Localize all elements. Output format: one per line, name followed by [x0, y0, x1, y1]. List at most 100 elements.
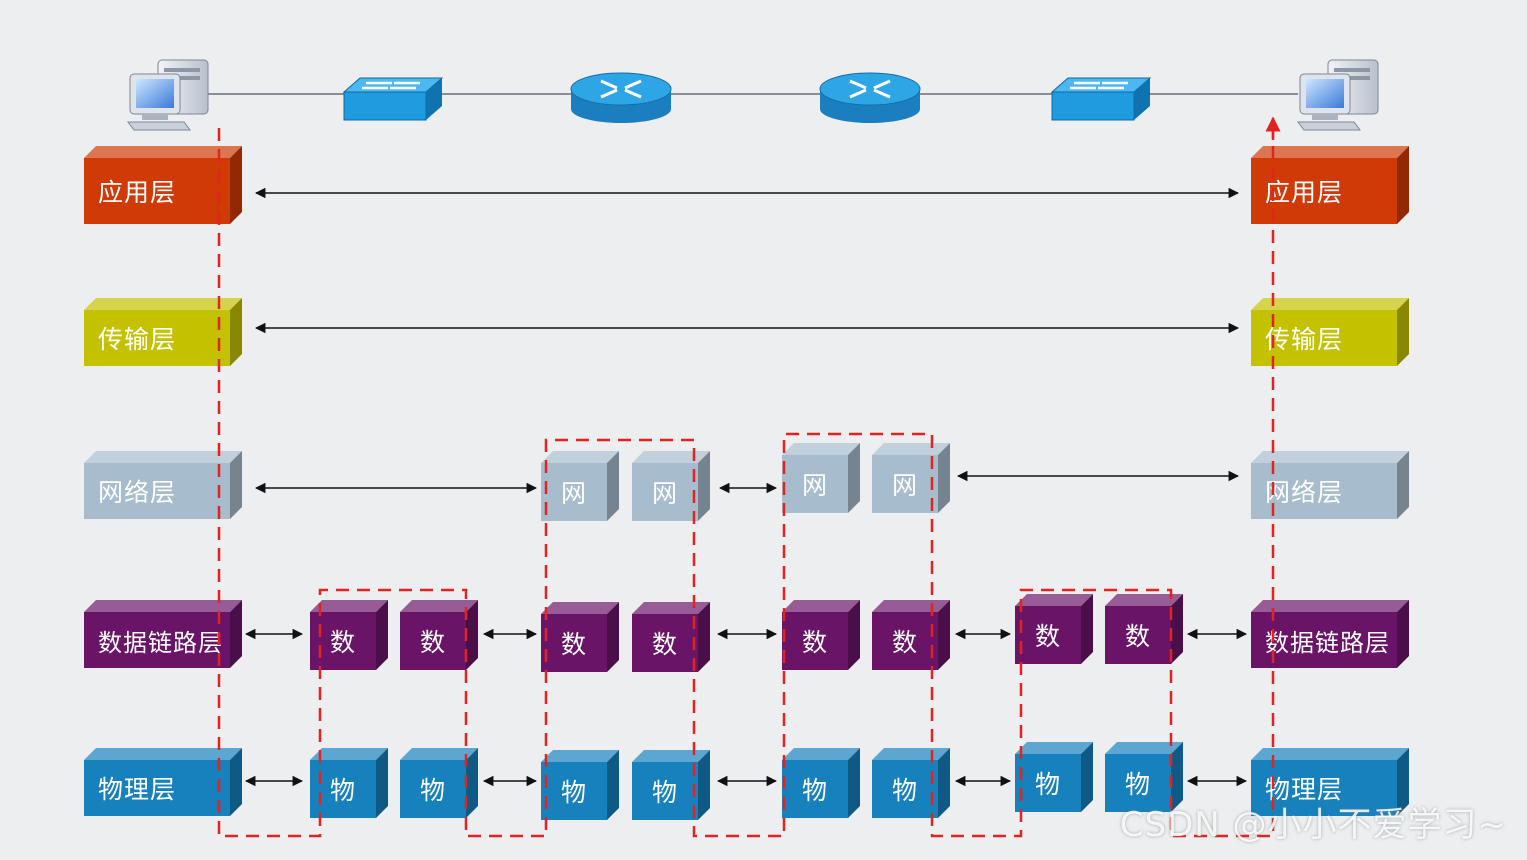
block-side-face — [1171, 594, 1183, 664]
device-2-2-physical-block: 物 — [632, 750, 710, 820]
device-1-1-datalink-block: 数 — [310, 600, 388, 670]
block-label: 网络层 — [84, 463, 230, 519]
router-icon — [570, 72, 672, 123]
device-3-1-physical-block: 物 — [782, 748, 860, 818]
device-3-1-network-block: 网 — [782, 443, 860, 513]
block-side-face — [376, 748, 388, 818]
block-side-face — [607, 750, 619, 820]
block-side-face — [938, 600, 950, 670]
block-top-face — [872, 748, 950, 760]
block-top-face — [1105, 594, 1183, 606]
block-label: 数 — [872, 612, 938, 670]
block-side-face — [230, 451, 242, 519]
block-label: 数据链路层 — [84, 612, 230, 668]
block-side-face — [1397, 146, 1409, 224]
block-top-face — [1105, 742, 1183, 754]
block-top-face — [84, 748, 242, 760]
block-top-face — [310, 748, 388, 760]
watermark: CSDN @小小不爱学习~ — [1119, 805, 1507, 845]
block-label: 网 — [872, 455, 938, 513]
right-transport-block: 传输层 — [1251, 298, 1409, 366]
block-side-face — [466, 600, 478, 670]
block-side-face — [607, 602, 619, 672]
block-top-face — [541, 451, 619, 463]
block-top-face — [1015, 742, 1093, 754]
right-network-block: 网络层 — [1251, 451, 1409, 519]
right-app-block: 应用层 — [1251, 146, 1409, 224]
block-side-face — [698, 750, 710, 820]
block-label: 应用层 — [84, 158, 230, 224]
device-4-1-datalink-block: 数 — [1015, 594, 1093, 664]
left-datalink-block: 数据链路层 — [84, 600, 242, 668]
block-top-face — [782, 443, 860, 455]
block-label: 传输层 — [1251, 310, 1397, 366]
block-side-face — [466, 748, 478, 818]
block-side-face — [848, 748, 860, 818]
block-top-face — [84, 600, 242, 612]
device-2-1-physical-block: 物 — [541, 750, 619, 820]
block-label: 数 — [782, 612, 848, 670]
block-side-face — [376, 600, 388, 670]
block-label: 物理层 — [1251, 760, 1397, 816]
device-2-1-datalink-block: 数 — [541, 602, 619, 672]
block-side-face — [607, 451, 619, 521]
block-top-face — [1251, 748, 1409, 760]
block-top-face — [872, 443, 950, 455]
computer-icon — [127, 59, 209, 131]
block-label: 数 — [310, 612, 376, 670]
block-top-face — [632, 602, 710, 614]
device-2-2-datalink-block: 数 — [632, 602, 710, 672]
block-side-face — [848, 600, 860, 670]
block-top-face — [1251, 451, 1409, 463]
block-side-face — [1397, 600, 1409, 668]
left-app-block: 应用层 — [84, 146, 242, 224]
left-physical-block: 物理层 — [84, 748, 242, 816]
block-top-face — [310, 600, 388, 612]
left-network-block: 网络层 — [84, 451, 242, 519]
block-label: 物 — [310, 760, 376, 818]
device-3-2-physical-block: 物 — [872, 748, 950, 818]
block-label: 数 — [1105, 606, 1171, 664]
device-3-2-datalink-block: 数 — [872, 600, 950, 670]
block-side-face — [938, 443, 950, 513]
device-3-2-network-block: 网 — [872, 443, 950, 513]
block-side-face — [230, 146, 242, 224]
block-top-face — [1251, 146, 1409, 158]
block-top-face — [400, 748, 478, 760]
block-top-face — [872, 600, 950, 612]
block-top-face — [1015, 594, 1093, 606]
block-side-face — [1081, 594, 1093, 664]
block-label: 应用层 — [1251, 158, 1397, 224]
device-3-1-datalink-block: 数 — [782, 600, 860, 670]
block-top-face — [782, 748, 860, 760]
left-transport-block: 传输层 — [84, 298, 242, 366]
block-label: 物 — [541, 762, 607, 820]
block-top-face — [84, 451, 242, 463]
block-side-face — [230, 600, 242, 668]
block-label: 物 — [400, 760, 466, 818]
computer-icon — [1297, 59, 1379, 131]
block-label: 数 — [400, 612, 466, 670]
block-top-face — [541, 602, 619, 614]
block-top-face — [632, 451, 710, 463]
block-label: 传输层 — [84, 310, 230, 366]
block-label: 物 — [632, 762, 698, 820]
device-2-1-network-block: 网 — [541, 451, 619, 521]
block-side-face — [848, 443, 860, 513]
block-top-face — [782, 600, 860, 612]
block-side-face — [230, 298, 242, 366]
block-side-face — [1397, 748, 1409, 816]
block-top-face — [1251, 298, 1409, 310]
block-top-face — [84, 146, 242, 158]
block-label: 数 — [1015, 606, 1081, 664]
block-side-face — [1397, 451, 1409, 519]
block-label: 物理层 — [84, 760, 230, 816]
block-top-face — [1251, 600, 1409, 612]
block-label: 网 — [541, 463, 607, 521]
switch-icon — [342, 77, 444, 121]
block-label: 物 — [872, 760, 938, 818]
block-side-face — [1081, 742, 1093, 812]
block-label: 网 — [632, 463, 698, 521]
